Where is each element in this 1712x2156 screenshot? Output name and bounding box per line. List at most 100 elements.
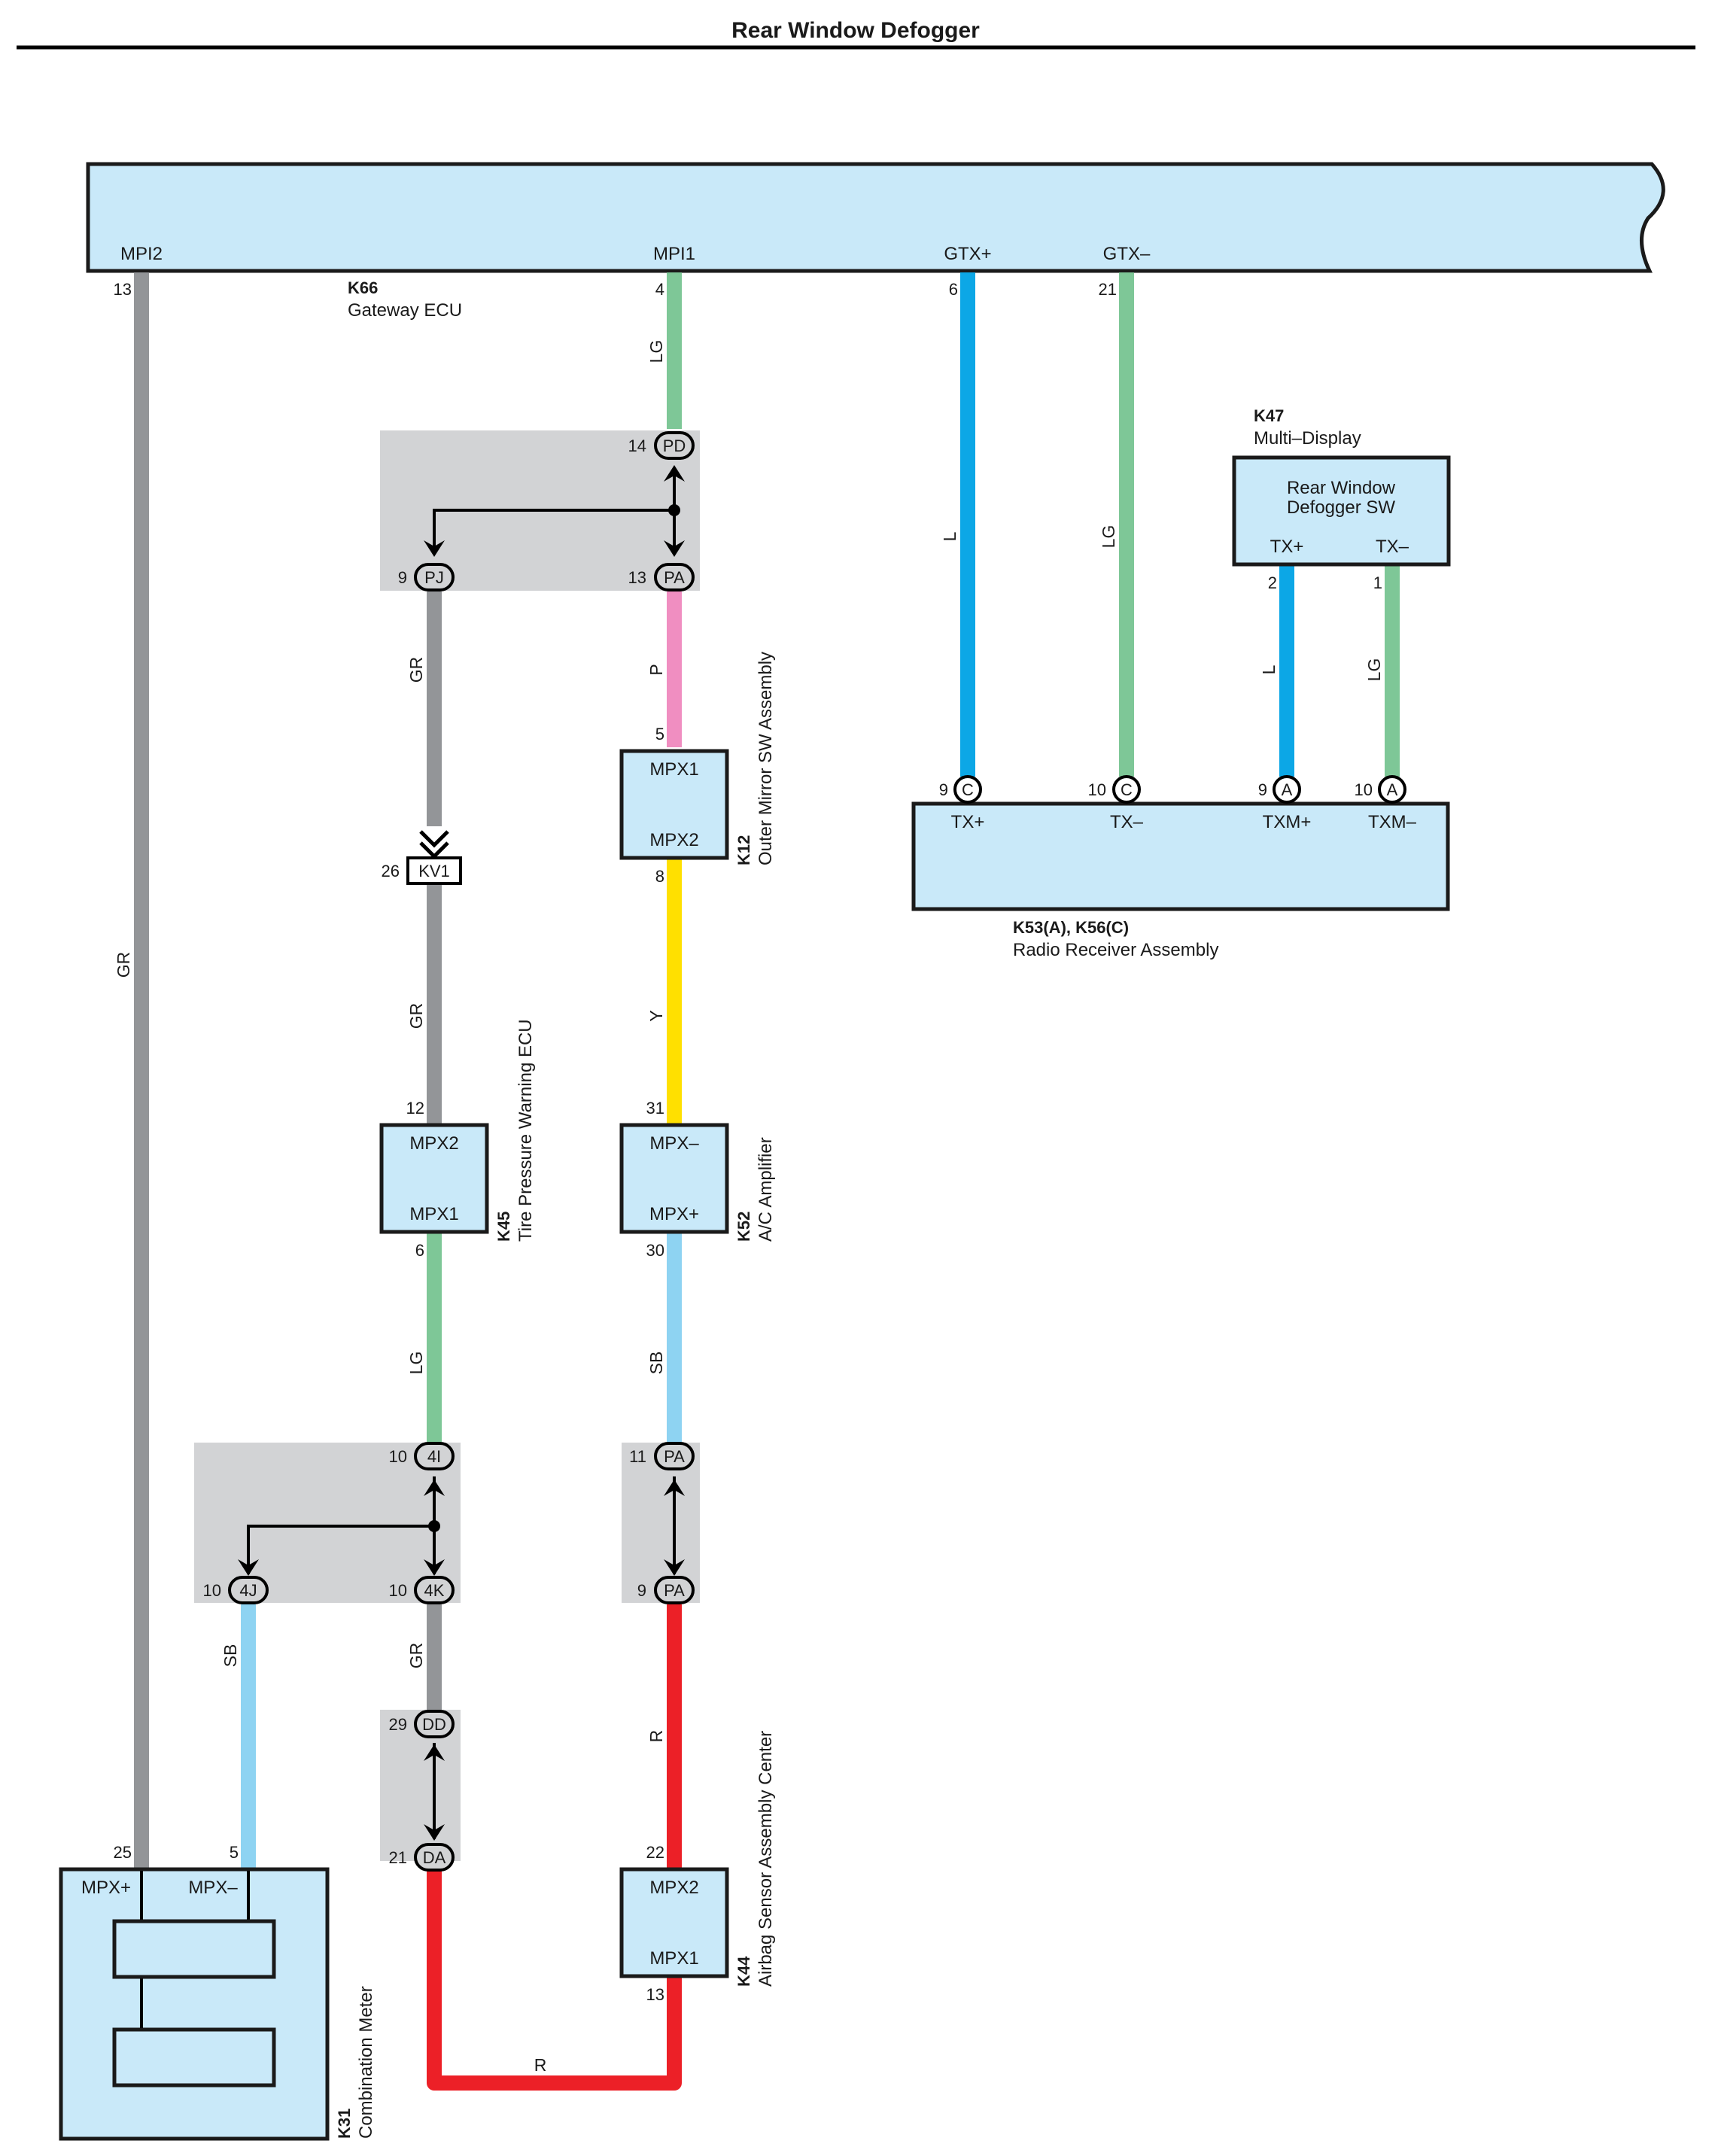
combination-meter-pin-mpx-minus: 5 xyxy=(230,1843,239,1862)
wire-label-mpi1-lg: LG xyxy=(646,340,666,363)
ac-amplifier-name: A/C Amplifier xyxy=(756,1137,776,1242)
ac-amplifier-pin-top: 31 xyxy=(646,1099,664,1118)
arrow-down-icon xyxy=(424,1559,445,1576)
svg-text:PA: PA xyxy=(664,1447,685,1466)
connector-4j-pin: 10 xyxy=(203,1581,221,1600)
connector-pa-top: PA xyxy=(654,563,695,591)
connector-4i: 4I xyxy=(414,1442,455,1470)
connector-da: DA xyxy=(414,1843,455,1872)
outer-mirror-pin-bottom: 8 xyxy=(655,867,664,886)
connector-pa-11-pin: 11 xyxy=(629,1447,646,1466)
radio-terminal-txm-minus: TXM– xyxy=(1368,812,1417,832)
svg-text:A: A xyxy=(1282,780,1293,799)
gateway-code: K66 xyxy=(348,278,378,297)
gateway-terminal-gtx-minus: GTX– xyxy=(1103,244,1151,264)
connector-pj: PJ xyxy=(414,563,455,591)
arrow-down-icon xyxy=(664,540,685,557)
arrow-down-icon xyxy=(238,1559,259,1576)
airbag-sensor-box xyxy=(619,1867,729,1978)
connector-pd: PD xyxy=(654,431,695,460)
wire-label-ac-sb: SB xyxy=(646,1352,666,1375)
radio-terminal-tx-plus: TX+ xyxy=(951,812,985,832)
combination-meter-module-upper xyxy=(112,1919,276,1979)
connector-4i-pin: 10 xyxy=(389,1447,407,1466)
tire-pressure-pin-top: 12 xyxy=(406,1099,424,1118)
wire-label-meter-sb: SB xyxy=(220,1644,240,1668)
connector-4k: 4K xyxy=(414,1576,455,1604)
wire-bottom-r xyxy=(427,1863,682,2091)
combination-meter-internal-wiring xyxy=(140,1871,250,2030)
svg-text:PA: PA xyxy=(664,1581,685,1600)
radio-connector-tx-minus: C xyxy=(1112,775,1141,804)
splice-line-pj-branch xyxy=(433,509,674,553)
splice-line-4j-branch xyxy=(247,1525,434,1574)
tire-pressure-name: Tire Pressure Warning ECU xyxy=(515,1019,536,1242)
svg-text:4J: 4J xyxy=(239,1581,257,1600)
wire-label-pj-gr: GR xyxy=(406,657,426,683)
multi-display-terminal-tx-plus: TX+ xyxy=(1270,537,1304,557)
splice-block-pa xyxy=(622,1443,700,1603)
connector-4j: 4J xyxy=(228,1576,269,1604)
airbag-code: K44 xyxy=(734,1956,753,1987)
ac-amplifier-code: K52 xyxy=(734,1212,753,1242)
ac-amplifier-terminal-bottom: MPX+ xyxy=(649,1204,699,1224)
outer-mirror-box xyxy=(619,749,729,860)
wire-label-md-lg: LG xyxy=(1364,658,1384,682)
wire-label-mirror-y: Y xyxy=(646,1010,666,1021)
combination-meter-terminal-mpx-minus: MPX– xyxy=(188,1878,238,1898)
airbag-terminal-top: MPX2 xyxy=(649,1878,698,1898)
connector-kv1: KV1 xyxy=(406,856,462,885)
multi-display-pin-tx-plus: 2 xyxy=(1268,573,1277,592)
wire-label-bottom-r: R xyxy=(534,2055,547,2075)
combination-meter-name: Combination Meter xyxy=(356,1986,376,2139)
svg-text:PJ: PJ xyxy=(424,568,444,587)
tire-pressure-ecu-box xyxy=(379,1123,489,1234)
multi-display-pin-tx-minus: 1 xyxy=(1373,573,1382,592)
wire-label-pa-r: R xyxy=(646,1730,666,1743)
connector-pa-9: PA xyxy=(654,1576,695,1604)
svg-text:PD: PD xyxy=(663,436,686,455)
wire-label-4k-gr: GR xyxy=(406,1643,426,1669)
multi-display-box xyxy=(1232,455,1451,567)
radio-connector-tx-plus: C xyxy=(953,775,982,804)
radio-code: K53(A), K56(C) xyxy=(1013,918,1129,937)
ac-amplifier-terminal-top: MPX– xyxy=(649,1133,699,1154)
defogger-switch-label-2: Defogger SW xyxy=(1287,497,1395,518)
splice-junction-dot xyxy=(668,504,680,516)
svg-text:4K: 4K xyxy=(424,1581,445,1600)
tire-pressure-terminal-top: MPX2 xyxy=(409,1133,458,1154)
ac-amplifier-box xyxy=(619,1123,729,1234)
radio-name: Radio Receiver Assembly xyxy=(1013,940,1218,960)
wire-label-gtx-minus-lg: LG xyxy=(1099,525,1118,549)
wire-label-tpw-lg: LG xyxy=(406,1352,426,1375)
arrow-up-icon xyxy=(664,1479,685,1496)
splice-junction-dot xyxy=(428,1520,440,1532)
wire-label-mpi2-gr: GR xyxy=(114,952,133,978)
svg-text:C: C xyxy=(962,780,974,799)
airbag-pin-top: 22 xyxy=(646,1843,664,1862)
page-title: Rear Window Defogger xyxy=(731,18,980,43)
svg-text:4I: 4I xyxy=(427,1447,441,1466)
combination-meter-box xyxy=(59,1867,330,2141)
wire-label-gtx-plus-l: L xyxy=(940,531,959,541)
arrow-down-icon xyxy=(424,540,445,557)
connector-dd: DD xyxy=(414,1710,455,1738)
outer-mirror-terminal-top: MPX1 xyxy=(649,759,698,780)
gateway-terminal-mpi2: MPI2 xyxy=(120,244,163,264)
outer-mirror-pin-top: 5 xyxy=(655,725,664,744)
radio-connector-txm-plus: A xyxy=(1273,775,1301,804)
arrow-up-icon xyxy=(664,465,685,482)
gateway-terminal-mpi1: MPI1 xyxy=(653,244,695,264)
outer-mirror-code: K12 xyxy=(734,835,753,865)
gateway-pin-gtx-minus: 21 xyxy=(1099,280,1117,299)
svg-text:A: A xyxy=(1387,780,1398,799)
wire-label-kv1-gr: GR xyxy=(406,1003,426,1029)
airbag-name: Airbag Sensor Assembly Center xyxy=(756,1731,776,1987)
connector-pa-9-pin: 9 xyxy=(637,1581,646,1600)
multi-display-code: K47 xyxy=(1254,406,1284,425)
radio-pin-tx-plus: 9 xyxy=(939,780,948,799)
gateway-ecu-box xyxy=(86,162,1665,273)
tire-pressure-terminal-bottom: MPX1 xyxy=(409,1204,458,1224)
svg-text:C: C xyxy=(1121,780,1133,799)
